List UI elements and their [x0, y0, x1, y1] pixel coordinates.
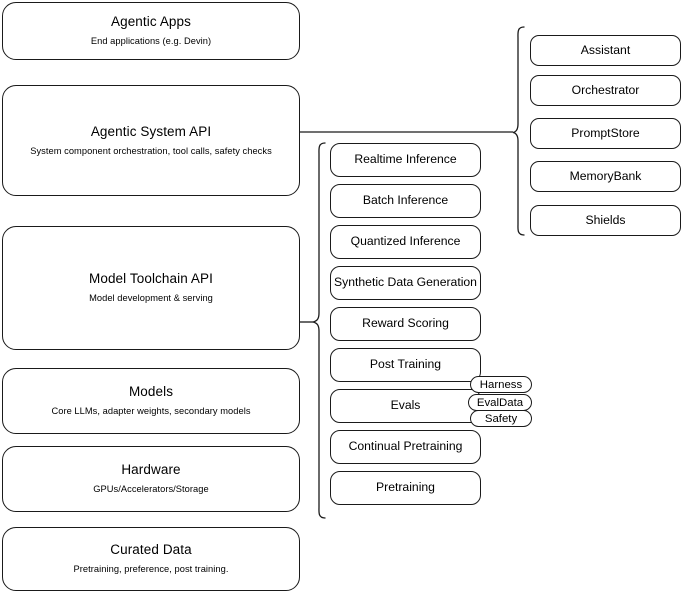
evals-tag-label: Safety: [484, 412, 518, 425]
toolchain-item-label: Synthetic Data Generation: [334, 275, 477, 290]
system-item-label: MemoryBank: [569, 168, 642, 183]
toolchain-item-evals[interactable]: Evals: [330, 389, 481, 423]
layer-title: Models: [128, 384, 174, 400]
system-item-shields[interactable]: Shields: [530, 205, 681, 236]
toolchain-item-synthetic-data-generation[interactable]: Synthetic Data Generation: [330, 266, 481, 300]
toolchain-item-quantized-inference[interactable]: Quantized Inference: [330, 225, 481, 259]
system-item-label: Assistant: [580, 42, 631, 57]
layer-subtitle: End applications (e.g. Devin): [90, 36, 212, 47]
layer-box-model-toolchain-api[interactable]: Model Toolchain API Model development & …: [2, 226, 300, 350]
layer-subtitle: GPUs/Accelerators/Storage: [93, 484, 209, 495]
toolchain-item-post-training[interactable]: Post Training: [330, 348, 481, 382]
toolchain-item-label: Post Training: [369, 357, 442, 372]
layer-title: Agentic System API: [90, 123, 212, 139]
toolchain-item-label: Realtime Inference: [354, 152, 457, 167]
layer-title: Agentic Apps: [110, 14, 191, 30]
evals-tag-harness[interactable]: Harness: [470, 376, 532, 393]
layer-title: Model Toolchain API: [89, 271, 213, 287]
toolchain-item-label: Evals: [390, 398, 421, 413]
toolchain-item-label: Pretraining: [376, 480, 435, 495]
toolchain-item-pretraining[interactable]: Pretraining: [330, 471, 481, 505]
layer-subtitle: Core LLMs, adapter weights, secondary mo…: [51, 406, 251, 417]
system-item-promptstore[interactable]: PromptStore: [530, 118, 681, 149]
evals-tag-label: Harness: [479, 378, 523, 391]
layer-title: Curated Data: [110, 542, 192, 558]
brace-system-components: [512, 26, 525, 236]
evals-tag-evaldata[interactable]: EvalData: [468, 394, 532, 411]
layer-box-agentic-system-api[interactable]: Agentic System API System component orch…: [2, 85, 300, 196]
toolchain-item-realtime-inference[interactable]: Realtime Inference: [330, 143, 481, 177]
system-item-assistant[interactable]: Assistant: [530, 35, 681, 66]
toolchain-item-label: Continual Pretraining: [348, 439, 463, 454]
toolchain-item-label: Batch Inference: [362, 193, 449, 208]
brace-toolchain-capabilities: [312, 142, 326, 519]
toolchain-item-label: Quantized Inference: [350, 234, 461, 249]
system-item-label: Orchestrator: [571, 82, 640, 97]
toolchain-item-reward-scoring[interactable]: Reward Scoring: [330, 307, 481, 341]
layer-title: Hardware: [121, 462, 181, 478]
toolchain-item-continual-pretraining[interactable]: Continual Pretraining: [330, 430, 481, 464]
toolchain-item-batch-inference[interactable]: Batch Inference: [330, 184, 481, 218]
layer-box-curated-data[interactable]: Curated Data Pretraining, preference, po…: [2, 527, 300, 591]
layer-box-models[interactable]: Models Core LLMs, adapter weights, secon…: [2, 368, 300, 434]
layer-box-hardware[interactable]: Hardware GPUs/Accelerators/Storage: [2, 446, 300, 512]
system-item-memorybank[interactable]: MemoryBank: [530, 161, 681, 192]
layer-subtitle: Pretraining, preference, post training.: [73, 564, 229, 575]
evals-tag-label: EvalData: [476, 396, 524, 409]
layer-subtitle: System component orchestration, tool cal…: [30, 145, 272, 156]
system-item-label: PromptStore: [571, 125, 640, 140]
system-item-label: Shields: [585, 212, 626, 227]
layer-subtitle: Model development & serving: [89, 293, 213, 304]
toolchain-item-label: Reward Scoring: [362, 316, 449, 331]
layer-box-agentic-apps[interactable]: Agentic Apps End applications (e.g. Devi…: [2, 2, 300, 60]
system-item-orchestrator[interactable]: Orchestrator: [530, 75, 681, 106]
evals-tag-safety[interactable]: Safety: [470, 410, 532, 427]
